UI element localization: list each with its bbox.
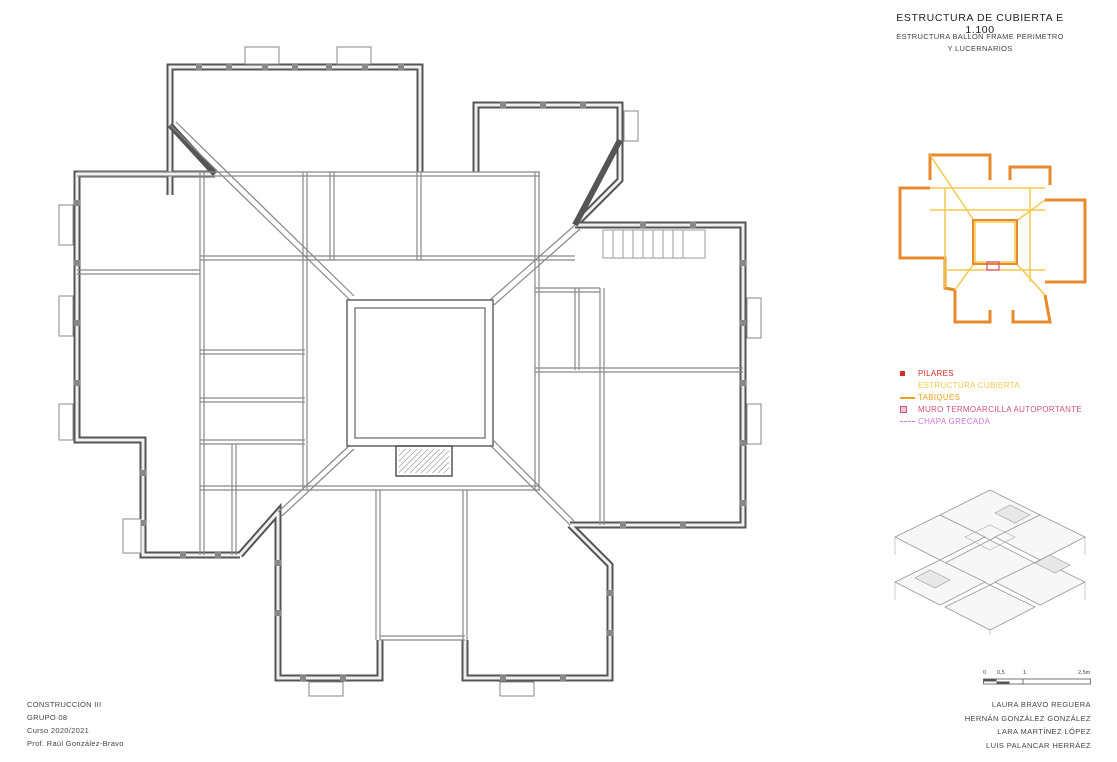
legend-item-muro: MURO TERMOARCILLA AUTOPORTANTE (900, 404, 1082, 416)
legend-label: MURO TERMOARCILLA AUTOPORTANTE (918, 405, 1082, 414)
wall-swatch-icon (900, 406, 907, 413)
author-name: LARA MARTÍNEZ LÓPEZ (997, 727, 1091, 736)
scale-label-05: 0,5 (997, 670, 1005, 676)
sheet-subtitle: ESTRUCTURA BALLON FRAME PERIMETRO Y LUCE… (880, 31, 1080, 55)
legend-item-pilares: PILARES (900, 368, 1082, 380)
author-name: LAURA BRAVO REGUERA (991, 700, 1091, 709)
legend: PILARES ESTRUCTURA CUBIERTA TABIQUES MUR… (900, 368, 1082, 428)
staircase (602, 229, 706, 259)
legend-label: ESTRUCTURA CUBIERTA (918, 381, 1020, 390)
legend-label: CHAPA GRECADA (918, 417, 991, 426)
pillar-swatch-icon (900, 371, 905, 376)
scale-label-1: 1 (1023, 670, 1027, 676)
perimeter-pillars (74, 64, 746, 681)
key-plan (898, 153, 1087, 324)
partition-swatch-icon (900, 397, 915, 399)
authors-list: LAURA BRAVO REGUERA HERNÁN GONZÁLEZ GONZ… (965, 698, 1091, 752)
author-name: HERNÁN GONZÁLEZ GONZÁLEZ (964, 713, 1091, 723)
axonometric-view (894, 489, 1086, 635)
central-lightwell (346, 299, 494, 477)
legend-item-chapa: CHAPA GRECADA (900, 416, 1082, 428)
course-info: CONSTRUCCIÓN III GRUPO 08 Curso 2020/202… (27, 698, 124, 750)
interior-beams (77, 121, 743, 641)
scale-label-25: 2,5m (1078, 670, 1091, 676)
roof-structure-plan (58, 46, 762, 697)
course-group: GRUPO 08 (27, 713, 68, 722)
subtitle-line-2: Y LUCERNARIOS (947, 44, 1013, 53)
course-year: Curso 2020/2021 (27, 726, 90, 735)
legend-item-tabiques: TABIQUES (900, 392, 1082, 404)
legend-item-estructura: ESTRUCTURA CUBIERTA (900, 380, 1082, 392)
course-subject: CONSTRUCCIÓN III (27, 700, 102, 709)
sheet-title: ESTRUCTURA DE CUBIERTA E 1.100 (896, 12, 1064, 36)
window-projections (58, 46, 762, 697)
scale-bar-labels: 0 0,5 1 2,5m (980, 670, 1092, 680)
subtitle-line-1: ESTRUCTURA BALLON FRAME PERIMETRO (896, 32, 1064, 41)
author-name: LUIS PALANCAR HERRÁEZ (986, 740, 1091, 750)
legend-label: TABIQUES (918, 393, 961, 402)
scale-label-0: 0 (983, 670, 987, 676)
scale-bar (983, 678, 1091, 685)
course-professor: Prof. Raúl González-Bravo (27, 739, 124, 748)
sheet-swatch-icon (900, 421, 915, 422)
legend-label: PILARES (918, 369, 954, 378)
